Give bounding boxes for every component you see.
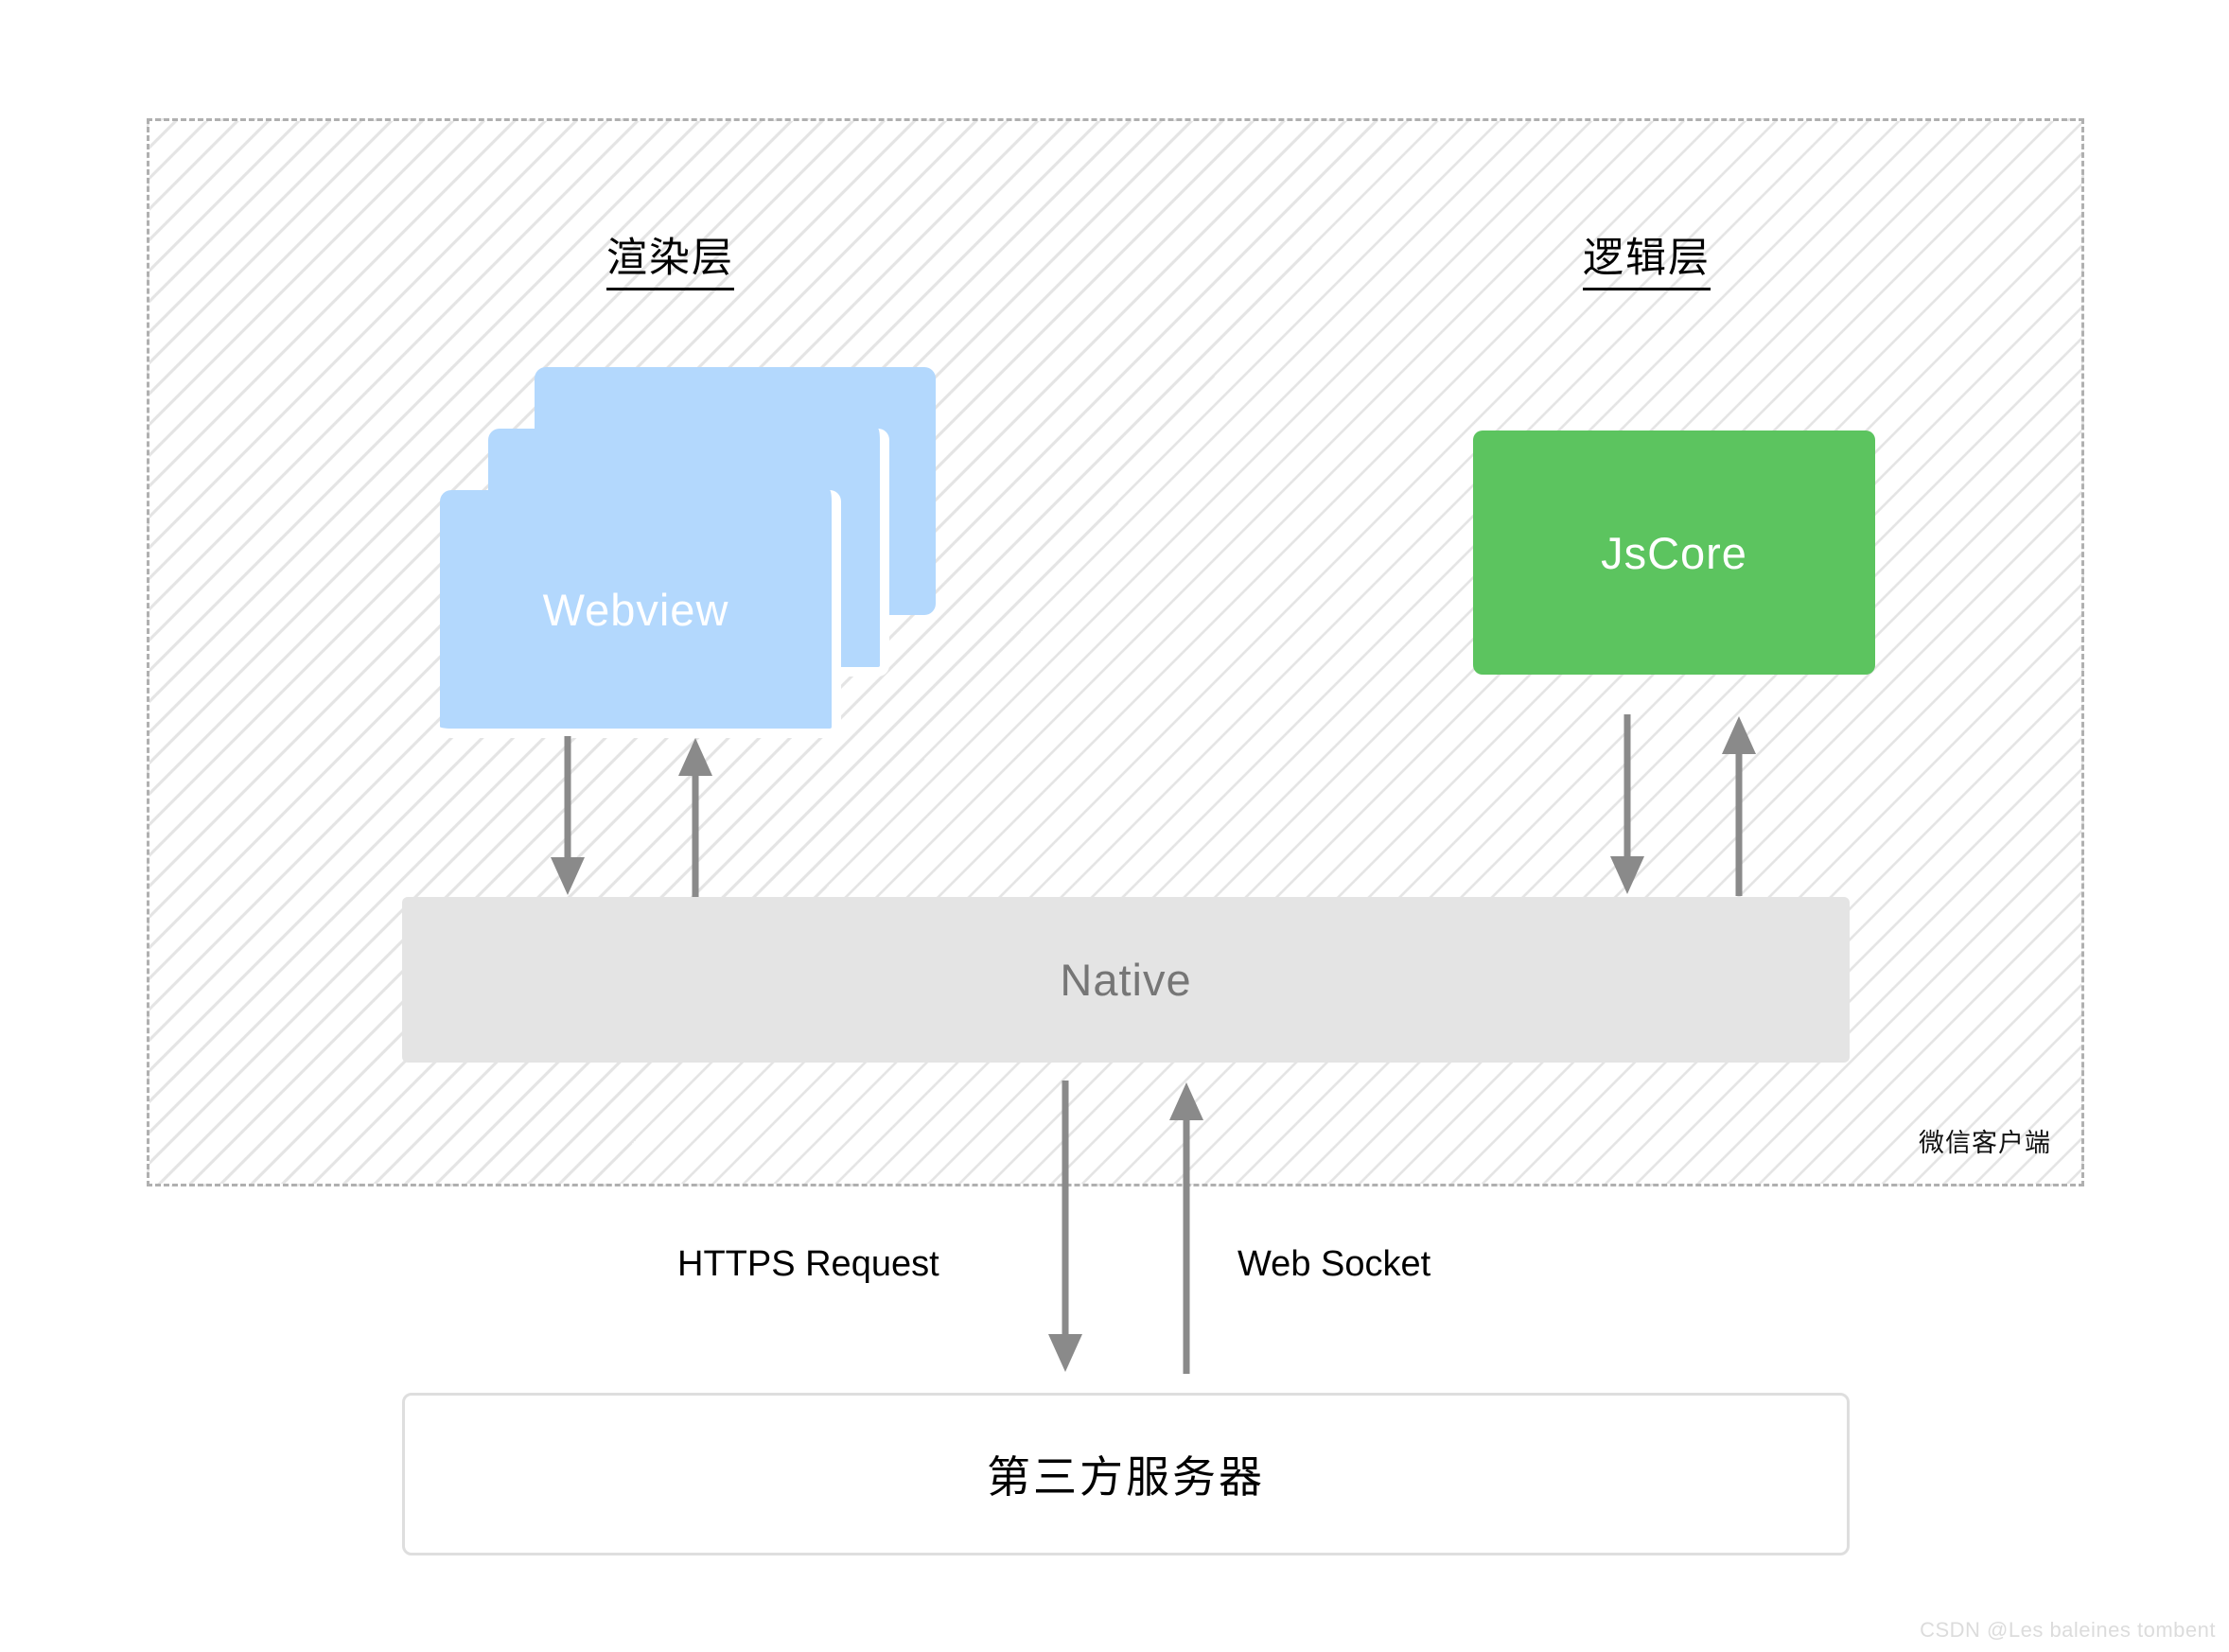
webview-stack[interactable]: Webview [430,367,941,738]
third-party-server-label: 第三方服务器 [987,1452,1265,1502]
arrow-native-to-webview [678,738,712,897]
webview-label: Webview [542,584,729,635]
render-layer-title: 渲染层 [606,225,734,290]
arrow-webview-to-native [551,736,585,895]
jscore-node[interactable]: JsCore [1473,431,1875,675]
native-node[interactable]: Native [402,897,1850,1063]
arrow-native-to-server [1048,1081,1082,1372]
web-socket-label: Web Socket [1237,1244,1431,1284]
native-label: Native [1060,955,1192,1005]
arrow-server-to-native [1169,1082,1203,1374]
third-party-server-node[interactable]: 第三方服务器 [402,1393,1850,1555]
arrow-jscore-to-native [1610,714,1644,894]
jscore-label: JsCore [1601,527,1747,578]
logic-layer-title: 逻辑层 [1583,225,1711,290]
arrow-native-to-jscore [1722,716,1756,896]
wechat-client-label: 微信客户端 [1919,1129,2051,1157]
webview-card-front[interactable]: Webview [430,481,841,738]
csdn-watermark: CSDN @Les baleines tombent [1920,1618,2216,1642]
https-request-label: HTTPS Request [677,1244,939,1284]
